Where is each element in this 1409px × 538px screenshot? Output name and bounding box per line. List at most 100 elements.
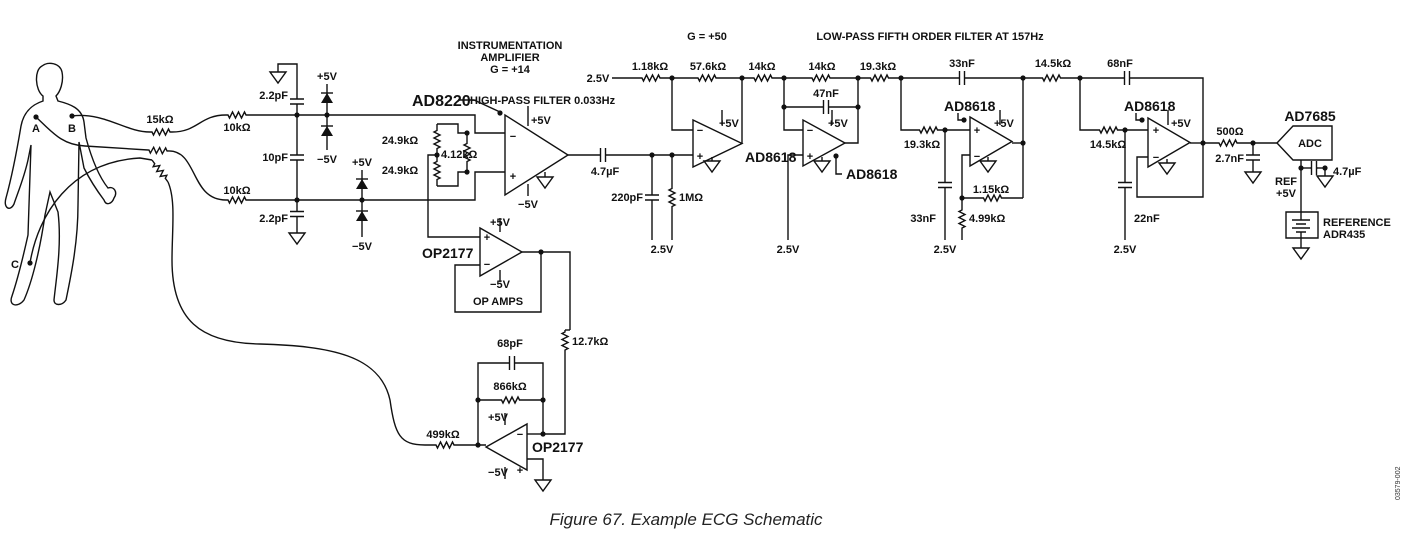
resistor-label: 19.3kΩ bbox=[904, 139, 941, 151]
ground-icon bbox=[1157, 162, 1177, 176]
capacitor-label: 4.7µF bbox=[591, 166, 620, 178]
supply-label: +5V bbox=[994, 118, 1015, 130]
reference-block bbox=[1285, 211, 1319, 239]
wire bbox=[29, 157, 153, 264]
supply-label: +5V bbox=[531, 115, 552, 127]
resistor-label: 57.6kΩ bbox=[690, 61, 727, 73]
ad8618-lp1-label: AD8618 bbox=[846, 166, 898, 182]
op2177-rld-label: OP2177 bbox=[532, 439, 584, 455]
junction-dot bbox=[540, 397, 546, 403]
op-amp bbox=[504, 113, 570, 197]
wire bbox=[522, 251, 571, 330]
human-body-silhouette bbox=[4, 62, 117, 306]
supply-label: +5V bbox=[719, 118, 740, 130]
electrode-c-label: C bbox=[11, 259, 19, 271]
wire bbox=[477, 362, 500, 445]
plus-sign: + bbox=[697, 151, 703, 163]
ground-icon bbox=[268, 71, 288, 85]
ad8618-lp2-label: AD8618 bbox=[944, 98, 996, 114]
inamp-title-1: INSTRUMENTATION bbox=[458, 40, 563, 52]
resistor bbox=[432, 124, 442, 155]
battery-icon bbox=[1292, 219, 1310, 233]
resistor bbox=[672, 73, 742, 83]
capacitor bbox=[500, 356, 524, 370]
resistor-label: 14kΩ bbox=[748, 61, 775, 73]
adc-block bbox=[1276, 125, 1333, 161]
supply-label: +5V bbox=[317, 71, 338, 83]
resistor-label: 10kΩ bbox=[223, 185, 250, 197]
ground-icon bbox=[533, 479, 553, 493]
capacitor-label: 47nF bbox=[813, 88, 839, 100]
junction-dot bbox=[294, 112, 300, 118]
resistor-label: 14.5kΩ bbox=[1035, 58, 1072, 70]
resistor bbox=[912, 125, 945, 135]
supply-label: 2.5V bbox=[651, 244, 674, 256]
wire bbox=[71, 114, 151, 133]
supply-label: +5V bbox=[490, 217, 511, 229]
wire bbox=[1079, 78, 1092, 131]
figure-caption: Figure 67. Example ECG Schematic bbox=[549, 510, 823, 529]
resistor-label: 24.9kΩ bbox=[382, 135, 419, 147]
supply-label: +5V bbox=[828, 118, 849, 130]
wire bbox=[1139, 77, 1204, 143]
op-amp bbox=[479, 226, 524, 278]
resistor bbox=[1203, 138, 1253, 148]
capacitor bbox=[938, 130, 952, 240]
wire bbox=[671, 78, 693, 131]
ground-icon bbox=[978, 160, 998, 174]
adc-label: ADC bbox=[1298, 138, 1322, 150]
capacitor-label: 10pF bbox=[262, 152, 288, 164]
capacitor-label: 68nF bbox=[1107, 58, 1133, 70]
wire bbox=[900, 78, 912, 131]
capacitor bbox=[818, 100, 834, 114]
supply-label: −5V bbox=[317, 154, 338, 166]
resistor-label: 15kΩ bbox=[146, 114, 173, 126]
capacitor-label: 4.7µF bbox=[1333, 166, 1362, 178]
capacitor bbox=[1246, 143, 1260, 172]
plus-sign: + bbox=[484, 232, 490, 244]
minus-sign: − bbox=[517, 429, 523, 441]
plus-sign: + bbox=[1153, 125, 1159, 137]
junction-dot bbox=[475, 397, 481, 403]
resistor bbox=[150, 127, 172, 137]
op-amp bbox=[692, 118, 744, 169]
minus-sign: − bbox=[697, 125, 703, 137]
wire bbox=[961, 154, 970, 198]
capacitor bbox=[645, 155, 659, 240]
op-amp bbox=[969, 115, 1014, 168]
supply-label: −5V bbox=[490, 279, 511, 291]
resistor bbox=[560, 330, 570, 352]
resistor-label: 1.15kΩ bbox=[973, 184, 1010, 196]
resistor bbox=[226, 195, 248, 205]
supply-label: 2.5V bbox=[934, 244, 957, 256]
minus-sign: − bbox=[510, 131, 516, 143]
resistor-label: 500Ω bbox=[1216, 126, 1243, 138]
diode bbox=[321, 126, 333, 136]
wire bbox=[277, 63, 298, 88]
wire bbox=[427, 154, 480, 238]
electrode-a-label: A bbox=[32, 123, 40, 135]
resistor-label: 4.99kΩ bbox=[969, 213, 1006, 225]
inamp-gain: G = +14 bbox=[490, 64, 531, 76]
junction-dot bbox=[1139, 117, 1145, 123]
wire bbox=[167, 181, 426, 446]
wire bbox=[845, 78, 859, 144]
resistor-label: 4.12kΩ bbox=[441, 149, 478, 161]
capacitor-label: 33nF bbox=[949, 58, 975, 70]
supply-label: −5V bbox=[518, 199, 539, 211]
plus-sign: + bbox=[517, 465, 523, 477]
electrode-b-label: B bbox=[68, 123, 76, 135]
wire bbox=[454, 252, 542, 313]
capacitor-label: 33nF bbox=[910, 213, 936, 225]
supply-label: +5V bbox=[488, 412, 509, 424]
capacitor bbox=[1115, 71, 1139, 85]
gain-stage-title: G = +50 bbox=[687, 31, 727, 43]
capacitor bbox=[950, 71, 974, 85]
op-amp bbox=[484, 422, 528, 472]
ground-icon bbox=[1243, 171, 1263, 185]
ad8220-label: AD8220 bbox=[412, 93, 471, 110]
ad8618-lp3-label: AD8618 bbox=[1124, 98, 1176, 114]
resistor bbox=[962, 193, 1023, 203]
plus-sign: + bbox=[807, 151, 813, 163]
